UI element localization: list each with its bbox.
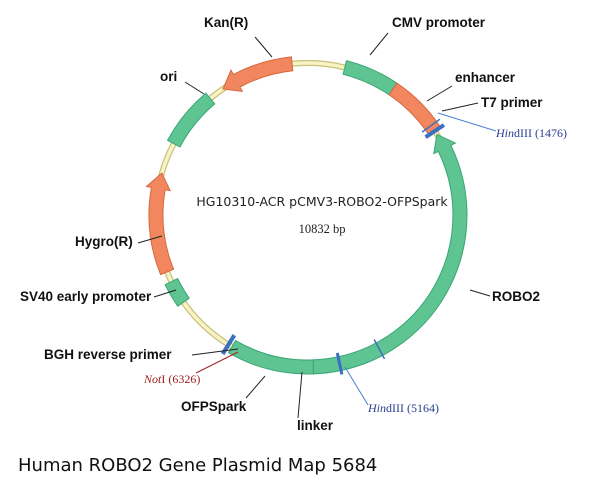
marker-noti-6326 [220,334,234,354]
site-enzyme-rest: I [161,372,165,386]
leader-cmv-promoter [369,32,389,56]
leader-kan-r [254,36,273,58]
leader-hygro-r [137,235,163,244]
site-position: (1476) [535,126,567,140]
leader-enhancer [426,85,453,102]
segment-sv40-early-promoter [164,277,190,307]
label-sv40-early-promoter: SV40 early promoter [20,289,152,304]
site-enzyme-italic: Hin [367,401,386,415]
site-position: (5164) [407,401,439,415]
label-ofpspark: OFPSpark [181,399,247,414]
leader-sv40-early-promoter [153,289,177,298]
label-ori: ori [160,69,177,84]
segment-ori [166,92,216,148]
leader-linker [297,371,303,419]
segment-kan-r [222,56,294,93]
marker-t7-primer [424,123,446,139]
leader-ofpspark [245,375,266,399]
leader-noti-6326 [195,351,239,374]
label-linker: linker [297,418,334,433]
leader-ori [184,81,205,95]
segment-enhancer [388,82,441,135]
label-robo2: ROBO2 [492,289,540,304]
leader-t7-primer [441,102,479,112]
leader-hindiii-5164 [344,366,369,406]
site-label-hindiii-1476: HindIII (1476) [495,126,567,140]
segment-cmv-promoter [342,60,398,96]
leader-robo2 [469,289,491,297]
segment-ofpspark [227,339,315,375]
site-enzyme-rest: dIII [386,401,404,415]
leader-hindiii-1476 [437,112,497,132]
label-enhancer: enhancer [455,70,516,85]
feature-segments [145,56,468,375]
segment-hygro-r [145,172,175,276]
marker-hindiii-1476 [421,118,441,133]
plasmid-size: 10832 bp [299,222,346,236]
label-bgh-reverse-primer: BGH reverse primer [44,347,172,362]
label-hygro-r: Hygro(R) [75,234,133,249]
plasmid-name: HG10310-ACR pCMV3-ROBO2-OFPSpark [196,194,448,209]
leader-bgh-reverse-primer [191,348,239,356]
site-position: (6326) [168,372,200,386]
site-enzyme-italic: Not [143,372,162,386]
label-cmv-promoter: CMV promoter [392,15,486,30]
site-enzyme-italic: Hin [495,126,514,140]
figure-caption: Human ROBO2 Gene Plasmid Map 5684 [18,455,378,476]
marker-linker [335,352,344,375]
label-kan-r: Kan(R) [204,15,248,30]
segment-linker [312,356,342,375]
site-label-noti-6326: NotI (6326) [143,372,200,386]
segment-robo2 [337,133,468,372]
site-label-hindiii-5164: HindIII (5164) [367,401,439,415]
site-markers [137,32,497,419]
site-enzyme-rest: dIII [514,126,532,140]
marker-hindiii-5164 [373,339,386,360]
label-t7-primer: T7 primer [481,95,543,110]
